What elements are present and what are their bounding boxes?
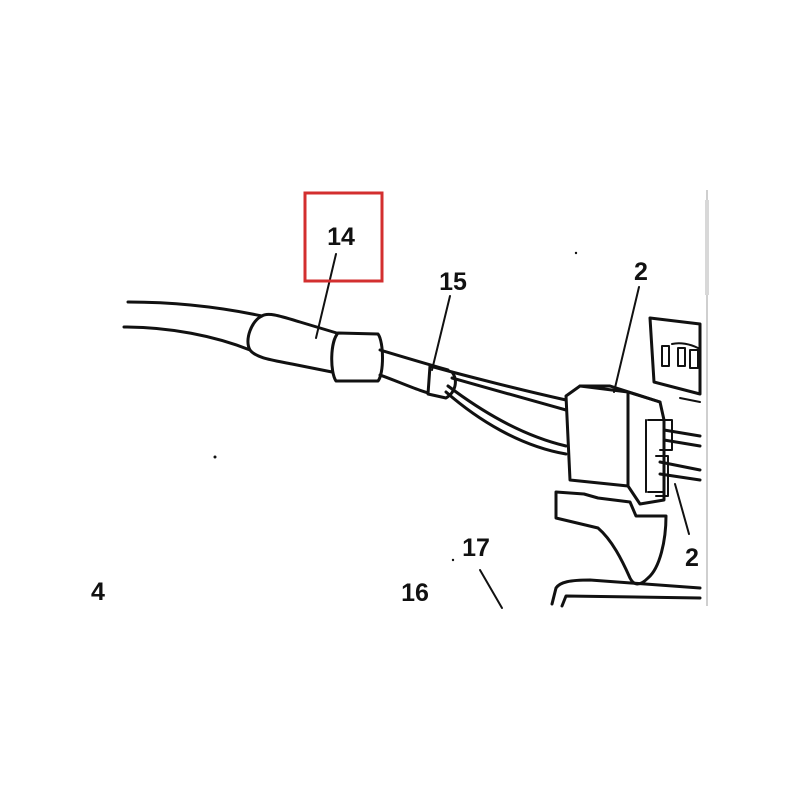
callout-14: 14	[327, 223, 355, 251]
scan-speck	[213, 455, 217, 459]
scan-edge-shadow	[705, 200, 709, 295]
scan-speck	[451, 558, 455, 562]
cable-sleeve	[246, 312, 342, 374]
leader-2-side	[674, 483, 690, 535]
housing-plate	[648, 316, 702, 403]
switch-terminals	[655, 419, 702, 497]
callout-2-side: 2	[685, 544, 699, 572]
highlight-box	[303, 191, 384, 283]
power-cable	[122, 300, 264, 352]
inner-cable	[378, 348, 457, 400]
leader-2-top	[613, 286, 640, 393]
callout-2-top: 2	[634, 258, 648, 286]
grommet-block	[330, 331, 384, 383]
leader-lines	[315, 253, 690, 609]
trigger	[554, 490, 668, 586]
leader-15	[431, 295, 451, 371]
leader-14	[315, 253, 337, 339]
conductor-wires	[444, 370, 568, 456]
leader-17	[479, 569, 503, 609]
callout-4: 4	[91, 578, 105, 606]
switch-body	[564, 384, 666, 506]
callout-17: 17	[462, 534, 490, 562]
callout-16: 16	[401, 579, 429, 607]
lower-housing	[550, 578, 702, 608]
callout-15: 15	[439, 268, 467, 296]
scan-speck	[574, 251, 578, 255]
